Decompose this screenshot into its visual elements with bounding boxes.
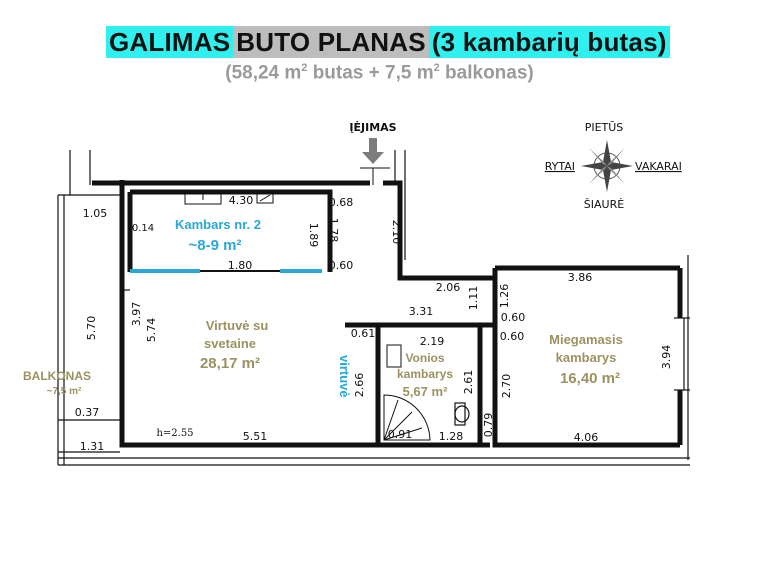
dimension-labels-vertical: 1.89 1.78 2.10 1.11 1.26 5.70 3.97 5.74 …	[85, 218, 673, 438]
kitchen-name-1: Virtuvė su	[206, 318, 269, 333]
svg-text:0.14: 0.14	[132, 223, 154, 234]
sink-icon	[184, 191, 222, 205]
svg-text:2.06: 2.06	[436, 281, 461, 294]
bath-area: 5,67 m²	[403, 384, 448, 399]
svg-text:5.74: 5.74	[145, 318, 158, 343]
svg-text:5.70: 5.70	[85, 316, 98, 341]
svg-text:0.60: 0.60	[329, 259, 354, 272]
svg-text:0.60: 0.60	[500, 330, 525, 343]
title-part-1: GALIMAS	[106, 26, 234, 58]
svg-text:0.68: 0.68	[329, 196, 354, 209]
compass-rose-icon	[581, 140, 633, 192]
svg-text:5.51: 5.51	[243, 430, 268, 443]
apartment-area: 58,24 m	[231, 62, 302, 84]
kitchen-area: 28,17 m²	[200, 355, 260, 372]
compass-west: RYTAI	[545, 160, 575, 173]
balcony-area-label: ~7,5 m²	[47, 386, 82, 397]
balcony-area: 7,5 m	[385, 62, 434, 84]
svg-text:1.05: 1.05	[83, 207, 108, 220]
kitchen-name-2: svetaine	[204, 336, 256, 351]
svg-text:2.19: 2.19	[420, 335, 445, 348]
compass-south: ŠIAURĖ	[584, 198, 624, 211]
balcony-name: BALKONAS	[23, 369, 91, 383]
svg-text:3.31: 3.31	[409, 305, 434, 318]
bedroom-area: 16,40 m²	[560, 370, 620, 387]
toilet-icon	[454, 402, 470, 426]
plan-title: GALIMAS BUTO PLANAS (3 kambarių butas)	[106, 26, 670, 58]
bath-name-2: kambarys	[397, 367, 453, 381]
svg-text:1.26: 1.26	[498, 284, 511, 309]
svg-text:0.61: 0.61	[351, 327, 376, 340]
title-part-2: BUTO PLANAS	[233, 26, 429, 58]
bedroom-name-2: kambarys	[556, 350, 617, 365]
plan-subtitle: (58,24 m2 butas + 7,5 m2 balkonas)	[225, 62, 534, 84]
svg-text:1.80: 1.80	[228, 259, 253, 272]
compass-north: PIETŪS	[585, 121, 624, 134]
svg-text:1.89: 1.89	[307, 223, 320, 248]
svg-text:1.11: 1.11	[467, 286, 480, 311]
svg-text:2.10: 2.10	[390, 220, 403, 245]
svg-text:h=2.55: h=2.55	[156, 428, 193, 439]
svg-text:0.37: 0.37	[75, 406, 100, 419]
svg-text:3.94: 3.94	[660, 345, 673, 370]
svg-text:1.28: 1.28	[439, 430, 464, 443]
title-part-3: (3 kambarių butas)	[428, 26, 670, 58]
building-walls	[57, 150, 690, 466]
svg-text:0.60: 0.60	[501, 311, 526, 324]
room2-name: Kambars nr. 2	[175, 217, 261, 232]
bedroom-name-1: Miegamasis	[549, 332, 623, 347]
kitchen-zone-label: virtuvė	[337, 355, 352, 398]
entrance-arrow-icon	[360, 138, 390, 185]
svg-text:3.86: 3.86	[568, 271, 593, 284]
svg-text:0.91: 0.91	[388, 428, 413, 441]
entrance-label: ĮĖJIMAS	[349, 120, 396, 134]
dimension-labels: 1.05 0.14 4.30 0.68 1.80 0.60 2.06 3.86 …	[75, 194, 599, 453]
svg-text:2.66: 2.66	[353, 373, 366, 398]
svg-text:1.78: 1.78	[327, 218, 340, 243]
compass-east: VAKARAI	[635, 160, 682, 173]
room2-area: ~8-9 m²	[189, 237, 242, 254]
svg-text:3.97: 3.97	[130, 302, 143, 327]
svg-text:1.31: 1.31	[80, 440, 105, 453]
svg-text:2.61: 2.61	[462, 370, 475, 395]
svg-text:4.06: 4.06	[574, 431, 599, 444]
svg-text:2.70: 2.70	[500, 374, 513, 399]
svg-text:0.79: 0.79	[482, 413, 495, 438]
shower-detail	[383, 344, 431, 441]
meter-icon	[256, 192, 274, 204]
svg-text:4.30: 4.30	[229, 194, 254, 207]
bath-name-1: Vonios	[405, 351, 444, 365]
